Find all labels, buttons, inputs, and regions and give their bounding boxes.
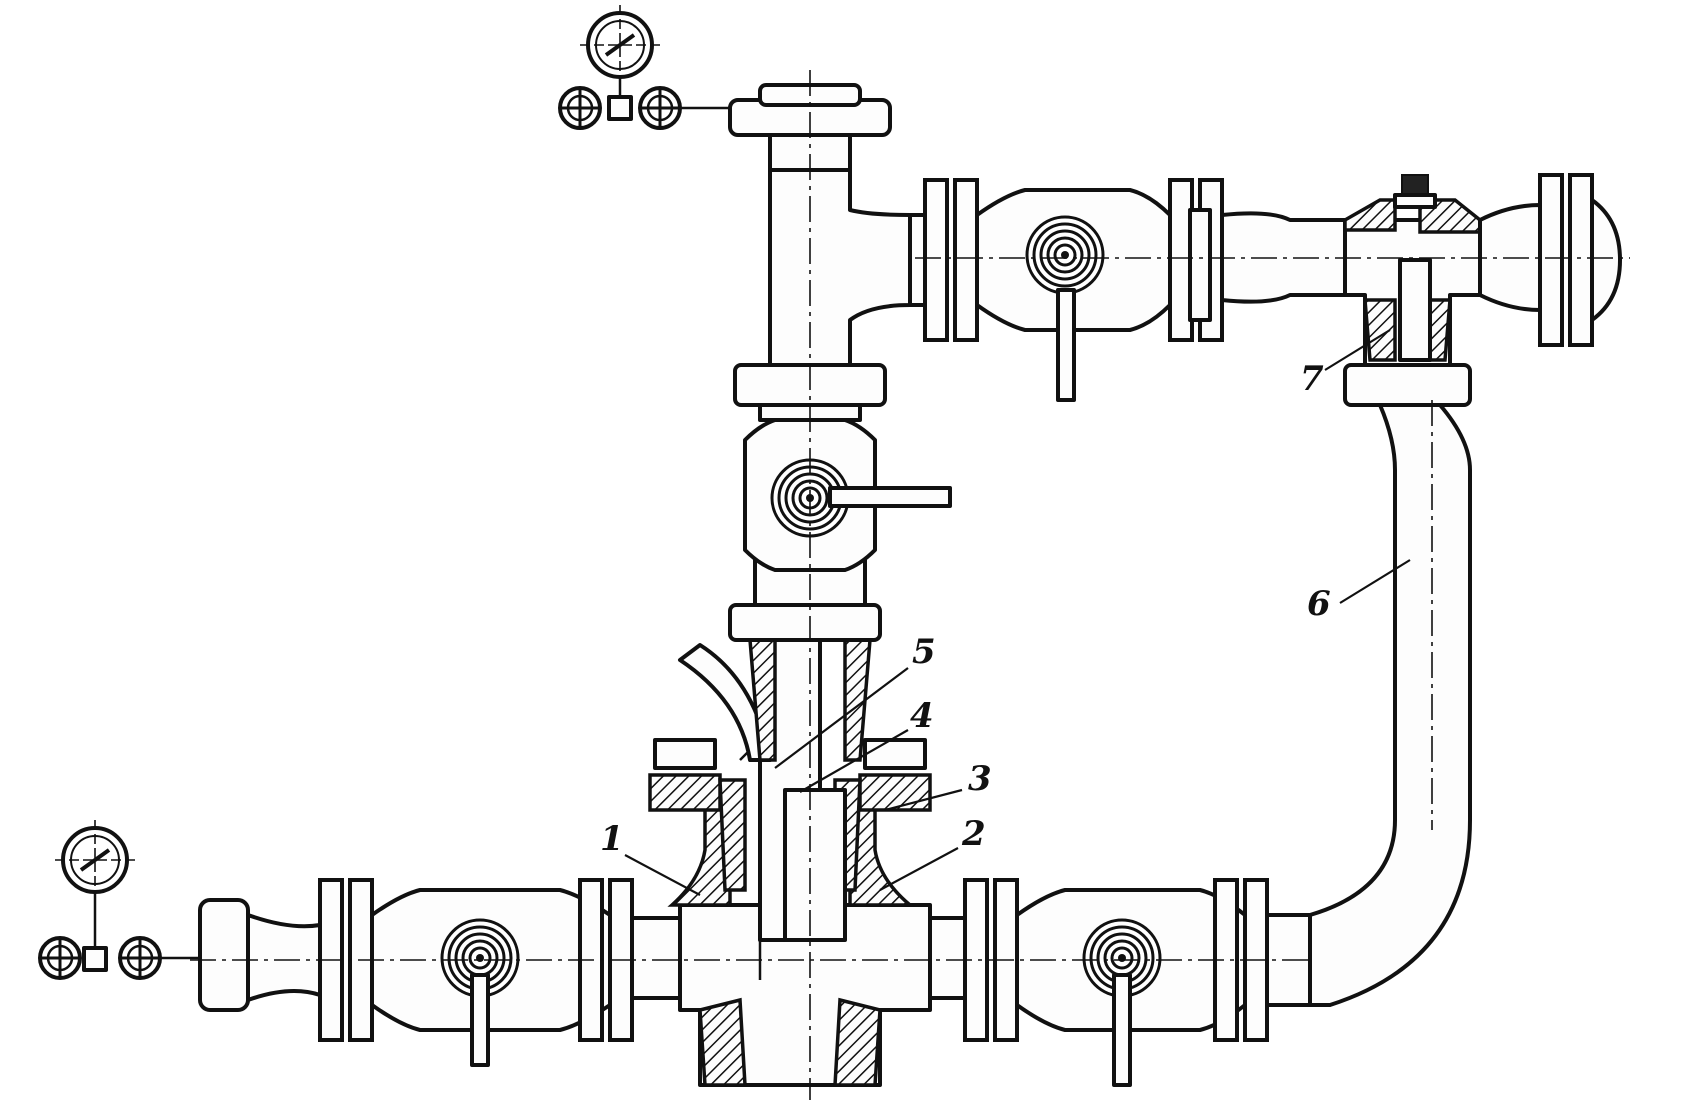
lower-flow-line: [190, 798, 1320, 1087]
top-pressure-gauge-assembly: [558, 3, 730, 130]
callout-2: 2: [961, 814, 986, 854]
upper-flow-line: [908, 173, 1630, 407]
callout-1: 1: [600, 819, 624, 859]
callout-7: 7: [1300, 359, 1324, 399]
callout-5: 5: [912, 632, 936, 672]
left-pressure-gauge-assembly: [38, 818, 200, 980]
callout-6: 6: [1307, 584, 1331, 624]
callout-labels: 1 2 3 4 5 6 7: [600, 329, 1411, 896]
central-vertical-stack: [648, 70, 952, 1100]
return-pipe: [1308, 400, 1472, 1007]
callout-3: 3: [968, 759, 992, 799]
callout-4: 4: [910, 696, 934, 736]
